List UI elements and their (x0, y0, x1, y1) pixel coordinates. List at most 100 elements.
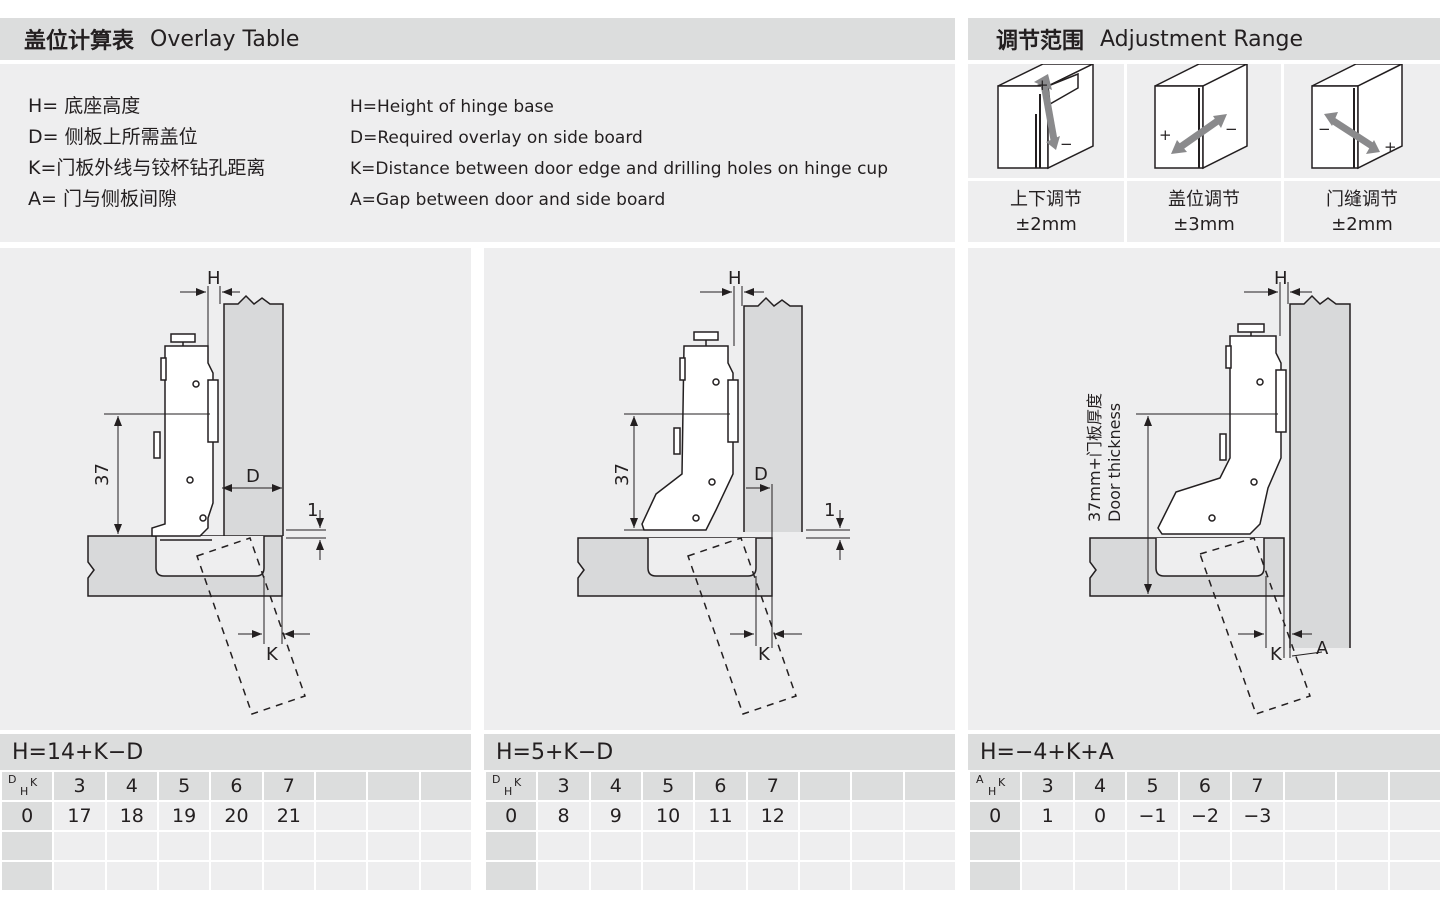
h-value-cell (156, 830, 212, 862)
h-value-cell (693, 830, 748, 862)
h-value-cell (261, 830, 316, 862)
h-value-cell (1387, 860, 1440, 892)
h-value-cell (1177, 830, 1233, 862)
corner-label-b: H (504, 785, 513, 798)
overlay-title-en: Overlay Table (150, 26, 300, 52)
k-value-cell: 3 (536, 770, 591, 802)
legend-en-a: A=Gap between door and side board (350, 190, 666, 210)
h-value-cell (1335, 830, 1390, 862)
h-value-cell (156, 860, 212, 892)
corner-label-b: H (20, 785, 29, 798)
h-value-cell (902, 830, 958, 862)
h-value-cell: 11 (693, 800, 748, 832)
h-value-cell (1335, 860, 1390, 892)
k-value-cell (850, 770, 905, 802)
h-value-cell (209, 860, 264, 892)
svg-text:−: − (1225, 120, 1238, 138)
adjustment-range-header: 调节范围 Adjustment Range (968, 18, 1440, 60)
table-row (483, 830, 958, 862)
h-value-cell: 0 (1072, 800, 1128, 832)
h-value-cell (797, 800, 853, 832)
adjust-label-gap: 门缝调节 (1326, 188, 1398, 210)
h-value-cell (850, 800, 905, 832)
table-row (483, 860, 958, 892)
adjust-image-overlay: + − (1127, 62, 1281, 178)
h-value-cell: −2 (1177, 800, 1233, 832)
h-value-cell (902, 860, 958, 892)
table-row (0, 860, 474, 892)
h-value-cell (1072, 860, 1128, 892)
adjust-image-vertical: + − (968, 62, 1124, 178)
h-value-cell: 8 (536, 800, 591, 832)
hinge-diagram-2: H D K 1 37 (577, 268, 850, 715)
h-value-cell (640, 830, 696, 862)
d-value-cell (967, 860, 1023, 892)
h-value-cell (418, 860, 474, 892)
label-k: K (758, 644, 771, 665)
h-value-cell (1125, 830, 1180, 862)
h-value-cell: 12 (745, 800, 800, 832)
adjust-item-vertical: 上下调节 ±2mm (968, 181, 1124, 242)
k-value-cell: 6 (693, 770, 748, 802)
overlay-adjust-icon: + − (1154, 62, 1248, 170)
h-value-cell (366, 800, 421, 832)
adjust-item-gap: 门缝调节 ±2mm (1284, 181, 1440, 242)
h-value-cell (209, 830, 264, 862)
adjust-label-overlay: 盖位调节 (1168, 188, 1240, 210)
k-value-cell (366, 770, 421, 802)
label-vertical-zh: 37mm+门板厚度 (1085, 393, 1104, 522)
h-value-cell (1282, 830, 1338, 862)
table-row (0, 830, 474, 862)
h-value-cell (366, 830, 421, 862)
adjust-title-zh: 调节范围 (996, 29, 1085, 54)
h-value-cell (418, 800, 474, 832)
svg-text:+: + (1036, 76, 1049, 94)
d-value-cell: 0 (967, 800, 1023, 832)
legend-zh-k: K=门板外线与铰杯钻孔距离 (28, 157, 266, 179)
formula-1: H=14+K−D (0, 734, 471, 770)
h-value-cell (797, 860, 853, 892)
k-value-cell (902, 770, 958, 802)
h-value-cell (588, 830, 643, 862)
label-h: H (1274, 268, 1288, 289)
legend-en-d: D=Required overlay on side board (350, 128, 643, 148)
h-value-cell (850, 860, 905, 892)
adjust-image-gap: − + (1284, 62, 1440, 178)
table-row (967, 830, 1440, 862)
legend-zh-list: H= 底座高度 D= 侧板上所需盖位 K=门板外线与铰杯钻孔距离 A= 门与侧板… (28, 91, 265, 215)
h-value-cell (693, 860, 748, 892)
k-value-cell: 6 (1177, 770, 1233, 802)
d-value-cell (0, 830, 55, 862)
h-value-cell (313, 830, 369, 862)
hinge-diagram-3: H K A 37mm+门板厚度 Door thickness (1085, 268, 1351, 715)
svg-text:−: − (1318, 120, 1331, 138)
vertical-adjust-icon: + − (997, 62, 1094, 170)
h-value-cell: 17 (52, 800, 107, 832)
h-value-cell: 21 (261, 800, 316, 832)
h-value-cell (536, 860, 591, 892)
k-value-cell (797, 770, 853, 802)
adjust-value-vertical: ±2mm (1015, 213, 1077, 235)
legend-en-h: H=Height of hinge base (350, 97, 554, 117)
table-row (967, 860, 1440, 892)
k-value-cell: 4 (104, 770, 159, 802)
h-value-cell (418, 830, 474, 862)
k-value-cell: 7 (261, 770, 316, 802)
legend-zh-d: D= 侧板上所需盖位 (28, 126, 198, 148)
h-value-cell (104, 830, 159, 862)
corner-label-a: D (492, 773, 501, 786)
d-value-cell: 0 (0, 800, 55, 832)
adjust-value-overlay: ±3mm (1173, 213, 1235, 235)
legend-zh-h: H= 底座高度 (28, 95, 141, 117)
corner-label-c: K (998, 776, 1006, 789)
adjust-label-vertical: 上下调节 (1010, 188, 1082, 210)
label-37: 37 (92, 463, 113, 486)
h-value-cell (1335, 800, 1390, 832)
overlay-title-zh: 盖位计算表 (24, 29, 135, 54)
